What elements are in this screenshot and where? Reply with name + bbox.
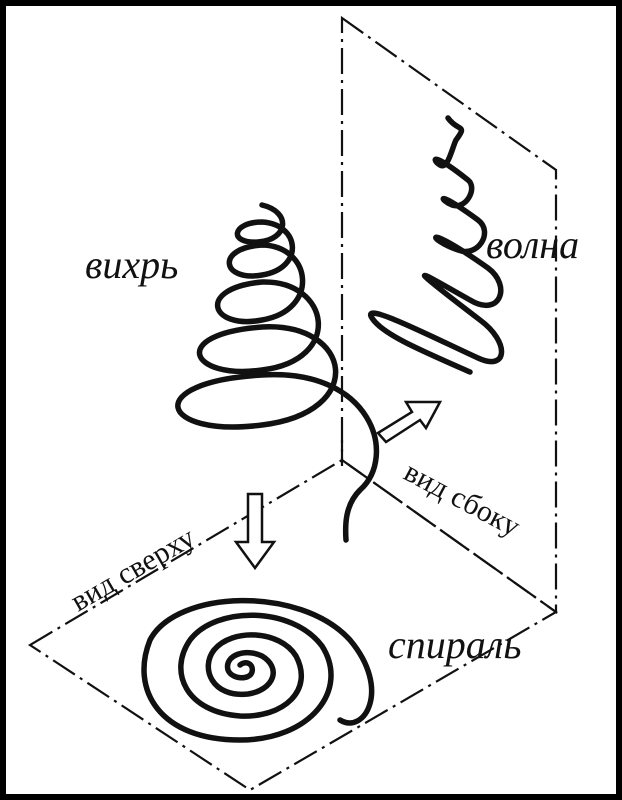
label-vortex: вихрь xyxy=(85,242,178,287)
top-view-arrow xyxy=(233,492,277,571)
label-side-view: вид сбоку xyxy=(399,455,526,543)
vortex-helix xyxy=(175,202,380,543)
label-top-view: вид сверху xyxy=(65,521,201,618)
spiral-curve xyxy=(141,597,375,743)
diagram-frame xyxy=(6,6,616,794)
label-wave: волна xyxy=(486,222,579,267)
side-view-arrow xyxy=(376,400,443,444)
top-view-plane xyxy=(27,458,559,792)
label-spiral: спираль xyxy=(388,622,521,667)
wave-curve xyxy=(367,115,505,375)
